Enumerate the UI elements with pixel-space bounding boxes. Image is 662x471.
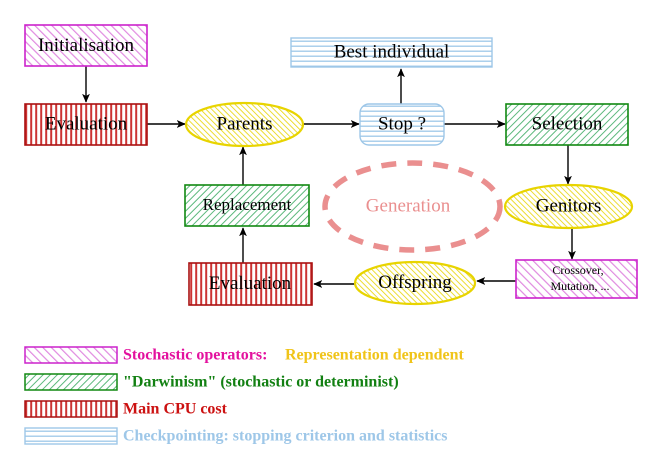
legend-swatch-red-vertical [24,400,118,418]
node-initialisation-label: Initialisation [38,35,135,56]
node-offspring-label: Offspring [378,272,452,293]
node-selection-label: Selection [532,113,603,134]
node-crossover-mutation-label-line1: Crossover, [552,263,603,277]
legend-label-representation-dependent: Representation dependent [285,347,464,364]
legend-label-checkpointing: Checkpointing: stopping criterion and st… [123,428,447,445]
legend-row-main-cpu-cost: Main CPU cost [24,400,228,418]
legend-row-darwinism: "Darwinism" (stochastic or determinist) [24,373,399,391]
node-evaluation-top[interactable]: Evaluation [24,103,148,146]
node-stop[interactable]: Stop ? [359,103,445,146]
legend-swatch-magenta-diagonal [24,346,118,364]
node-generation: Generation [322,160,503,253]
node-stop-label: Stop ? [378,113,426,134]
node-evaluation-bottom-label: Evaluation [209,273,292,294]
legend-label-main-cpu-cost: Main CPU cost [123,401,228,418]
legend-row-checkpointing: Checkpointing: stopping criterion and st… [24,427,447,445]
node-selection[interactable]: Selection [505,103,629,146]
node-genitors-label: Genitors [536,195,601,216]
node-best-individual-label: Best individual [334,41,450,62]
node-evaluation-top-label: Evaluation [45,113,128,134]
node-initialisation[interactable]: Initialisation [24,24,148,67]
diagram-edges [82,66,576,288]
legend-label-darwinism: "Darwinism" (stochastic or determinist) [123,374,399,391]
node-replacement[interactable]: Replacement [184,184,310,227]
node-parents-label: Parents [217,113,273,134]
node-parents[interactable]: Parents [184,101,305,148]
legend: Stochastic operators: Representation dep… [24,346,464,445]
node-evaluation-bottom[interactable]: Evaluation [188,262,313,306]
node-crossover-mutation-label-line2: Mutation, ... [551,279,610,293]
legend-row-stochastic-operators: Stochastic operators: Representation dep… [24,346,464,364]
node-crossover-mutation[interactable]: Crossover, Mutation, ... [515,259,638,299]
legend-swatch-blue-horizontal [24,427,118,445]
legend-swatch-green-diagonal [24,373,118,391]
node-generation-label: Generation [366,195,451,216]
node-offspring[interactable]: Offspring [353,260,477,306]
node-best-individual[interactable]: Best individual [290,37,493,68]
legend-label-stochastic-operators: Stochastic operators: [123,347,267,364]
node-genitors[interactable]: Genitors [503,183,634,230]
node-replacement-label: Replacement [203,195,292,214]
